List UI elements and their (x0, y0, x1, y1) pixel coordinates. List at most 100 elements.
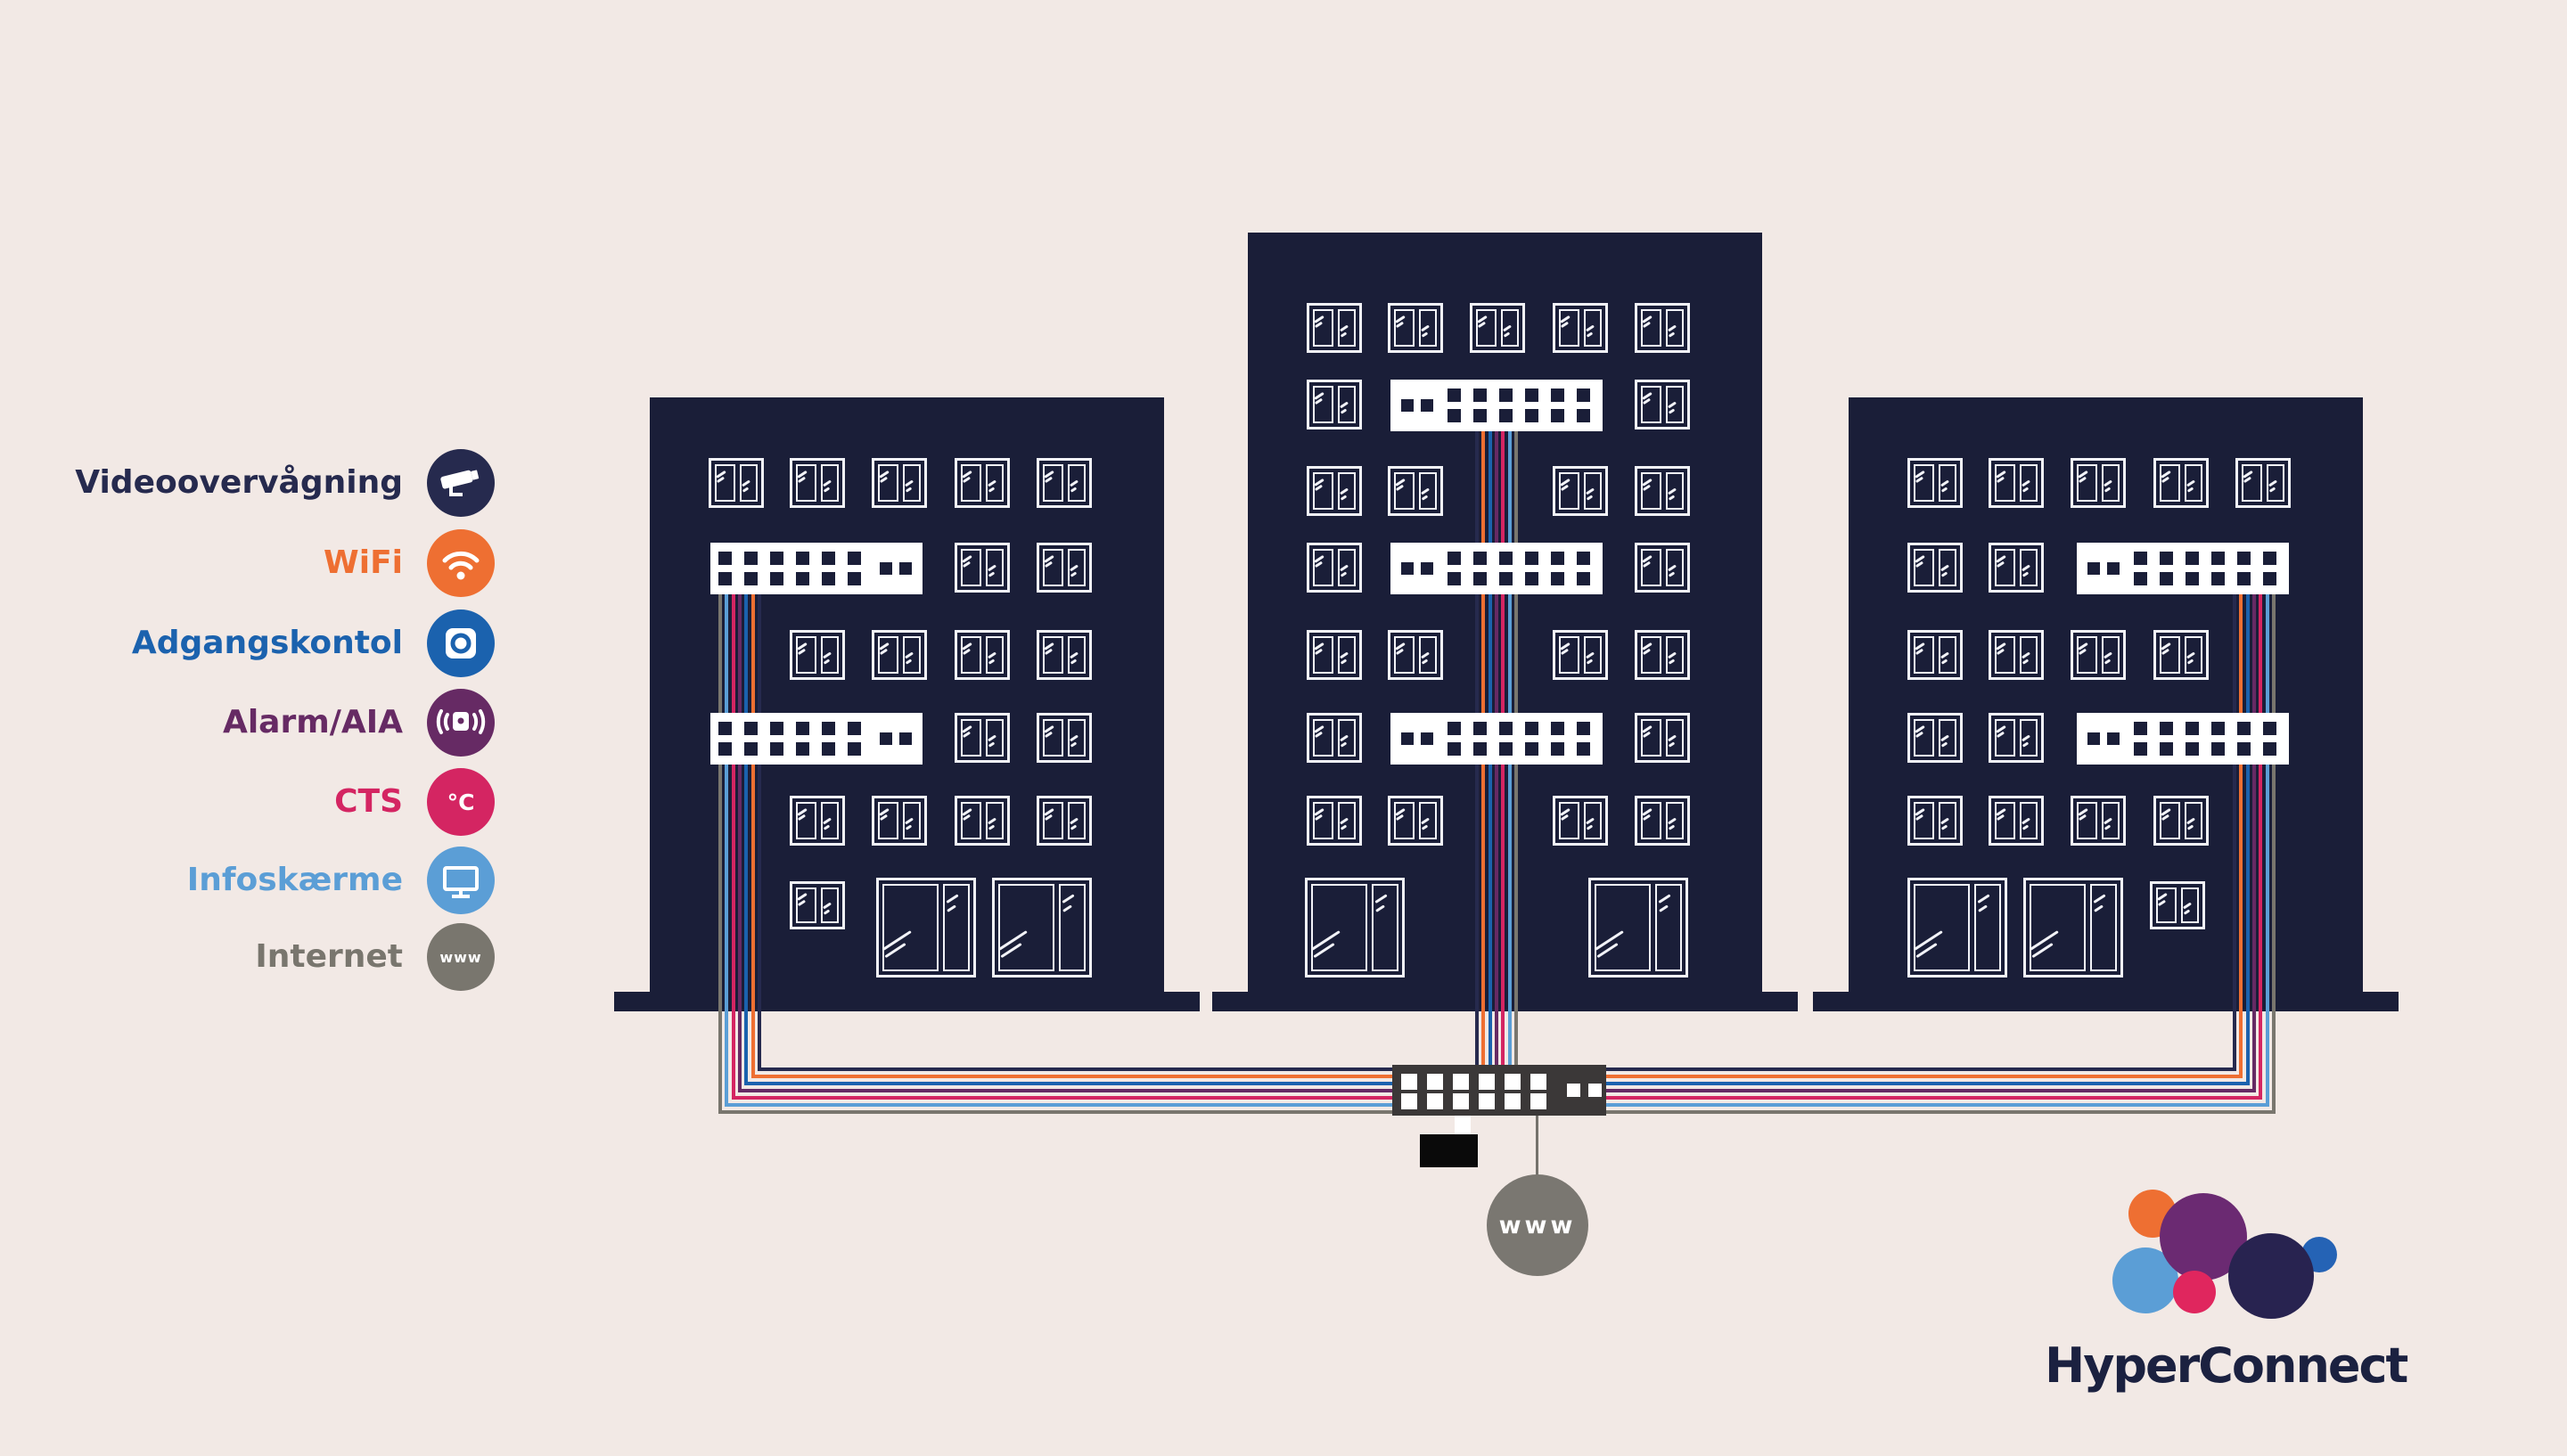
window-pane (2077, 636, 2097, 674)
window-pane (2101, 802, 2120, 839)
window-large (1907, 878, 2007, 977)
switch-port (1577, 552, 1590, 565)
switch-port (718, 742, 732, 756)
window (955, 796, 1010, 846)
window-pane (2184, 636, 2202, 674)
window (1989, 458, 2044, 508)
window-pane (1641, 549, 1661, 586)
logo-circle-5 (2228, 1233, 2314, 1319)
cable-cts-right-vertical (2259, 594, 2262, 1100)
window-pane (796, 888, 816, 923)
window-pane (2019, 802, 2038, 839)
switch-port (2186, 742, 2199, 756)
window-pane (1043, 802, 1063, 839)
cable-adgangskontrol-right-vertical (2246, 594, 2250, 1085)
switch-port (2160, 722, 2173, 735)
window-pane (1938, 719, 1956, 757)
window (872, 458, 927, 508)
switch-port (1448, 572, 1461, 585)
building-base-right (1813, 992, 2399, 1011)
switch-port (2263, 742, 2276, 756)
window-large (1305, 878, 1405, 977)
switch-port (1567, 1084, 1580, 1097)
switch-port (1525, 389, 1538, 402)
core-switch (1392, 1065, 1606, 1116)
switch-port (1551, 552, 1564, 565)
window (1635, 303, 1690, 353)
cable-alarm-aia-right-horizontal (1603, 1089, 2256, 1092)
legend-icon-cctv-camera-icon (427, 449, 495, 517)
switch-port (1427, 1093, 1443, 1109)
window-pane (1655, 884, 1682, 971)
switch-port (2211, 552, 2225, 565)
window (2071, 630, 2126, 680)
window-pane (1394, 636, 1415, 674)
switch-port (1525, 722, 1538, 735)
window-pane (1067, 636, 1086, 674)
window-pane (2180, 888, 2199, 923)
cable-internet-left-horizontal (718, 1110, 1396, 1114)
cable-adgangskontrol-left-horizontal (744, 1082, 1396, 1085)
window-pane (1665, 802, 1684, 839)
window (955, 458, 1010, 508)
switch-port (2160, 552, 2173, 565)
window (955, 630, 1010, 680)
window (2150, 881, 2205, 929)
building-middle (1248, 233, 1762, 992)
switch-port (1473, 409, 1487, 422)
window-pane (2184, 802, 2202, 839)
switch-port (1448, 742, 1461, 756)
window (1307, 630, 1362, 680)
switch-port (770, 572, 783, 585)
switch-port (1577, 389, 1590, 402)
switch-port (2237, 572, 2251, 585)
switch-port (2134, 552, 2147, 565)
window-pane (1313, 636, 1333, 674)
window-pane (1914, 549, 1934, 586)
window-pane (1313, 802, 1333, 839)
cable-cts-left-vertical (732, 594, 735, 1100)
switch-port (770, 552, 783, 565)
window-pane (1311, 884, 1368, 971)
switch-port (796, 572, 809, 585)
switch-port (796, 742, 809, 756)
legend-icon-card-reader-icon (427, 609, 495, 677)
legend-label-infoskaerme: Infoskærme (186, 862, 403, 898)
window-pane (1995, 464, 2015, 502)
window-pane (943, 884, 970, 971)
switch-port (1473, 572, 1487, 585)
window-pane (2101, 464, 2120, 502)
window-pane (878, 636, 898, 674)
switch-port (1448, 552, 1461, 565)
window (872, 796, 927, 846)
window-pane (1641, 386, 1661, 423)
switch-port (848, 572, 861, 585)
window (1635, 380, 1690, 429)
cable-infoskaerme-left-vertical (725, 594, 728, 1107)
switch-port (1505, 1093, 1521, 1109)
switch-port (1427, 1074, 1443, 1090)
window-pane (820, 464, 839, 502)
window-pane (985, 549, 1004, 586)
cable-infoskaerme-right-horizontal (1603, 1103, 2269, 1107)
switch-port (718, 552, 732, 565)
window-pane (1665, 386, 1684, 423)
switch-port (2186, 552, 2199, 565)
legend-icon-www-icon: www (427, 923, 495, 991)
window-pane (796, 464, 816, 502)
switch-port (1499, 742, 1513, 756)
window-pane (1665, 472, 1684, 510)
legend-icon-celsius-icon: °C (427, 768, 495, 836)
window (1470, 303, 1525, 353)
window-pane (1595, 884, 1652, 971)
window-pane (902, 802, 921, 839)
window-pane (1043, 549, 1063, 586)
window-pane (1665, 719, 1684, 757)
window-pane (1043, 719, 1063, 757)
window-pane (1938, 464, 1956, 502)
window-pane (1394, 309, 1415, 347)
switch-port (1577, 722, 1590, 735)
window (1307, 380, 1362, 429)
window-pane (985, 636, 1004, 674)
window (2153, 458, 2209, 508)
